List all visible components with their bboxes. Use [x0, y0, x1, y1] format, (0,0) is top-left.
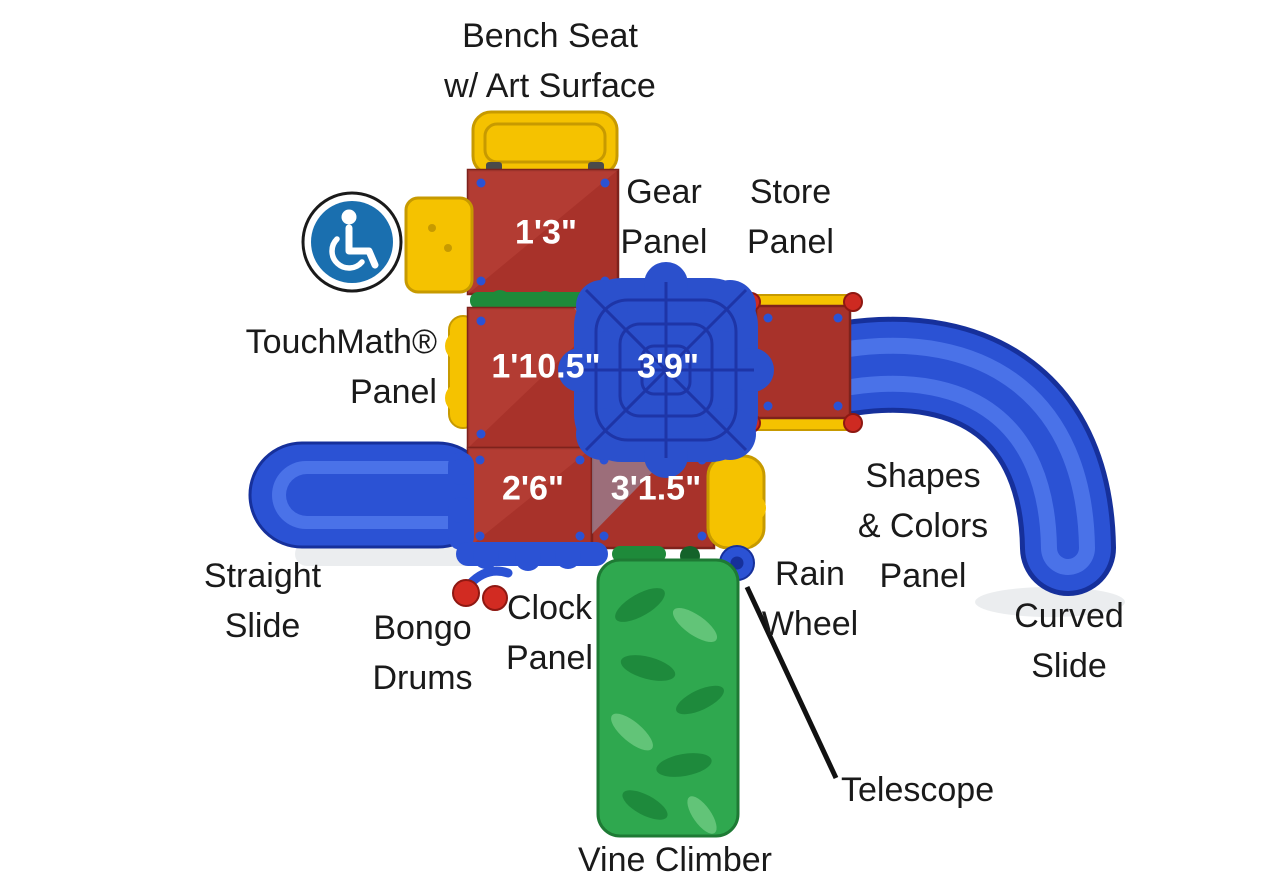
straight-slide-shape [248, 441, 496, 549]
label-rain-wheel: Rain Wheel [761, 555, 859, 643]
vine-climber-shape [596, 558, 740, 838]
label-straight-slide: Straight Slide [203, 557, 322, 645]
wheelchair-accessible-icon [301, 191, 403, 293]
label-bench-seat: Bench Seat w/ Art Surface [444, 17, 656, 105]
label-clock-panel: Clock Panel [506, 589, 593, 677]
shapes-colors-panel-shape [706, 454, 766, 550]
label-gear-panel: Gear Panel [620, 173, 708, 261]
deck-trim-shapes [448, 452, 608, 571]
height-web-climber: 3'9" [636, 347, 700, 386]
curved-slide-shape [802, 316, 1116, 596]
bench-seat-shape [471, 110, 619, 176]
label-bongo-drums: Bongo Drums [372, 609, 473, 697]
label-curved-slide: Curved Slide [1014, 597, 1124, 685]
height-upper-deck: 1'3" [514, 213, 578, 252]
height-middle-deck: 1'10.5" [491, 347, 601, 386]
label-vine-climber: Vine Climber [577, 841, 772, 879]
bongo-drums-shape [452, 566, 513, 611]
web-climber-shape [558, 262, 774, 478]
touchmath-panel-shape [404, 196, 474, 294]
label-shapes-colors-panel: Shapes & Colors Panel [857, 457, 989, 595]
label-store-panel: Store Panel [747, 173, 834, 261]
telescope-line [744, 585, 839, 780]
height-lower-left-deck: 2'6" [501, 469, 565, 508]
height-lower-right-deck: 3'1.5" [610, 469, 702, 508]
label-telescope: Telescope [841, 771, 995, 809]
label-touchmath-panel: TouchMath® Panel [245, 323, 437, 411]
